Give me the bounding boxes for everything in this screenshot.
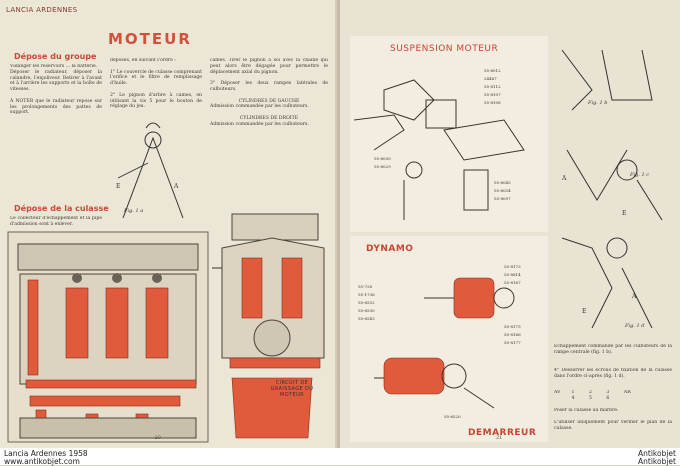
- watermark-left-1: Lancia Ardennes 1958: [4, 449, 88, 458]
- fig-1a-caption: Fig. 1 a: [124, 208, 144, 214]
- svg-text:55-6012: 55-6012: [484, 68, 501, 73]
- svg-text:55-8167: 55-8167: [504, 280, 521, 285]
- para-c3-6: Admission commandée par les culbuteurs.: [210, 121, 309, 127]
- page-title: MOTEUR: [108, 30, 192, 48]
- svg-text:A: A: [173, 183, 179, 190]
- subhead-gauche: CYLINDRES DE GAUCHE: [238, 98, 300, 104]
- svg-text:E: E: [582, 308, 586, 315]
- valve-diagrams-fig1b-1c: A E: [561, 49, 663, 221]
- svg-text:55-8097: 55-8097: [494, 196, 511, 201]
- svg-text:A: A: [631, 293, 637, 300]
- running-header: LANCIA ARDENNES: [6, 6, 78, 14]
- para-c3-1: cames. Tirer le pignon à soi avec la cha…: [210, 58, 328, 75]
- engine-cutaway-illustration: [7, 231, 209, 443]
- demarreur-label: DEMARREUR: [468, 428, 537, 438]
- table-cell: 4: [571, 395, 575, 401]
- suspension-figure: [350, 36, 548, 232]
- svg-text:55-8108: 55-8108: [484, 100, 501, 105]
- table-cell: 5: [588, 395, 592, 401]
- svg-text:55-6530: 55-6530: [358, 308, 375, 313]
- fig-1c-caption: Fig. 1 c: [630, 172, 650, 178]
- svg-text:55-8175: 55-8175: [504, 324, 521, 329]
- svg-text:A: A: [561, 175, 567, 182]
- para-2: Déposer le radiateur, déposer la calandr…: [10, 69, 102, 93]
- dynamo-demarreur-figure: [350, 236, 548, 442]
- dynamo-starter-exploded-view: 55-728 55-1736 55-6532 55-6530 55-6543 55-8…: [358, 264, 521, 419]
- watermark-right-1: Antikobjet: [638, 449, 676, 458]
- subhead-droite: CYLINDRES DE DROITE: [239, 115, 299, 121]
- section-depose-groupe: Dépose du groupe: [14, 52, 97, 61]
- svg-text:55-6034: 55-6034: [494, 188, 511, 193]
- dynamo-label: DYNAMO: [366, 244, 414, 254]
- para-c2-1: déposés, en suivant l'ordre :: [110, 58, 176, 63]
- text-right-1: Échappement commandé par les culbuteurs …: [554, 344, 672, 355]
- fig-1d-caption: Fig. 1 d: [625, 323, 645, 329]
- svg-text:55-6045: 55-6045: [494, 180, 511, 185]
- watermark-left-2: www.antikobjet.com: [4, 457, 80, 466]
- left-page: LANCIA ARDENNES MOTEUR Dépose du groupe …: [0, 0, 338, 456]
- svg-text:55-8173: 55-8173: [504, 264, 521, 269]
- fig-1b-caption: Fig. 1 b: [588, 100, 608, 106]
- watermark-strip: [0, 448, 680, 465]
- svg-text:55-6029: 55-6029: [374, 164, 391, 169]
- text-col3: cames. Tirer le pignon à soi avec la cha…: [210, 58, 328, 208]
- text-col2: déposés, en suivant l'ordre : 1° Le couv…: [110, 58, 202, 118]
- suspension-moteur-label: SUSPENSION MOTEUR: [390, 44, 499, 54]
- page-gutter: [335, 0, 343, 456]
- para-c3-2: 3° Déposer les deux rampes latérales de …: [210, 81, 328, 92]
- section-depose-culasse: Dépose de la culasse: [14, 204, 109, 213]
- para-1: Vidanger les réservoirs ... la batterie.: [10, 64, 98, 69]
- svg-text:55-8177: 55-8177: [504, 340, 521, 345]
- table-cell: 2: [588, 390, 592, 395]
- engine-cross-section: [212, 213, 325, 439]
- text-col1-b: Le collecteur d'échappement et la pipe d…: [10, 216, 102, 227]
- para-c2-2: 1° Le couvercle de culasse comprenant l'…: [110, 69, 202, 87]
- para-3: À NOTER que le radiateur repose sur les …: [10, 98, 102, 116]
- table-cell: 1: [571, 390, 575, 395]
- svg-text:55-8112: 55-8112: [484, 84, 501, 89]
- nut-order-table: AV 1 2 3 AR 4 5 6: [554, 390, 672, 404]
- text-right-4: L'utiliser uniquement pour vérifier le p…: [554, 420, 672, 431]
- table-cell: 6: [606, 395, 610, 401]
- text-right-3: Poser la culasse au marbre.: [554, 408, 619, 413]
- para-c3-4: Admission commandée par les culbuteurs.: [210, 104, 309, 110]
- page-number-left: — 20 —: [148, 435, 168, 441]
- svg-text:55-8107: 55-8107: [484, 92, 501, 97]
- valve-diagram-fig1d: E A: [561, 237, 653, 329]
- svg-text:24467: 24467: [484, 76, 497, 81]
- suspension-parts-diagram: 55-6012 24467 55-8112 55-8107 55-8108 55-60…: [354, 68, 525, 220]
- circuit-caption: CIRCUIT DE GRAISSAGE DU MOTEUR: [270, 380, 314, 398]
- watermark-right-2: Antikobjet: [638, 457, 676, 466]
- table-cell: 3: [606, 390, 610, 395]
- text-col1: Vidanger les réservoirs ... la batterie.…: [10, 64, 102, 194]
- table-cell: AR: [623, 390, 631, 395]
- para-c2-3: 2° Le pignon d'arbre à cames, en utilisa…: [110, 92, 202, 110]
- svg-text:E: E: [116, 183, 120, 190]
- table-cell: AV: [554, 390, 561, 395]
- svg-text:55-8814: 55-8814: [504, 272, 521, 277]
- valve-diagram-fig1a: E A: [116, 122, 184, 219]
- svg-text:55-6543: 55-6543: [358, 316, 375, 321]
- svg-text:55-728: 55-728: [358, 284, 373, 289]
- svg-text:55-6520: 55-6520: [444, 414, 461, 419]
- page-number-right: 21: [496, 435, 503, 441]
- svg-text:55-1736: 55-1736: [358, 292, 375, 297]
- svg-text:55-6532: 55-6532: [358, 300, 375, 305]
- text-right-2: 4° Desserrer les écrous de fixation de l…: [554, 368, 672, 379]
- svg-text:55-6030: 55-6030: [374, 156, 391, 161]
- svg-text:55-8166: 55-8166: [504, 332, 521, 337]
- svg-text:E: E: [622, 210, 626, 217]
